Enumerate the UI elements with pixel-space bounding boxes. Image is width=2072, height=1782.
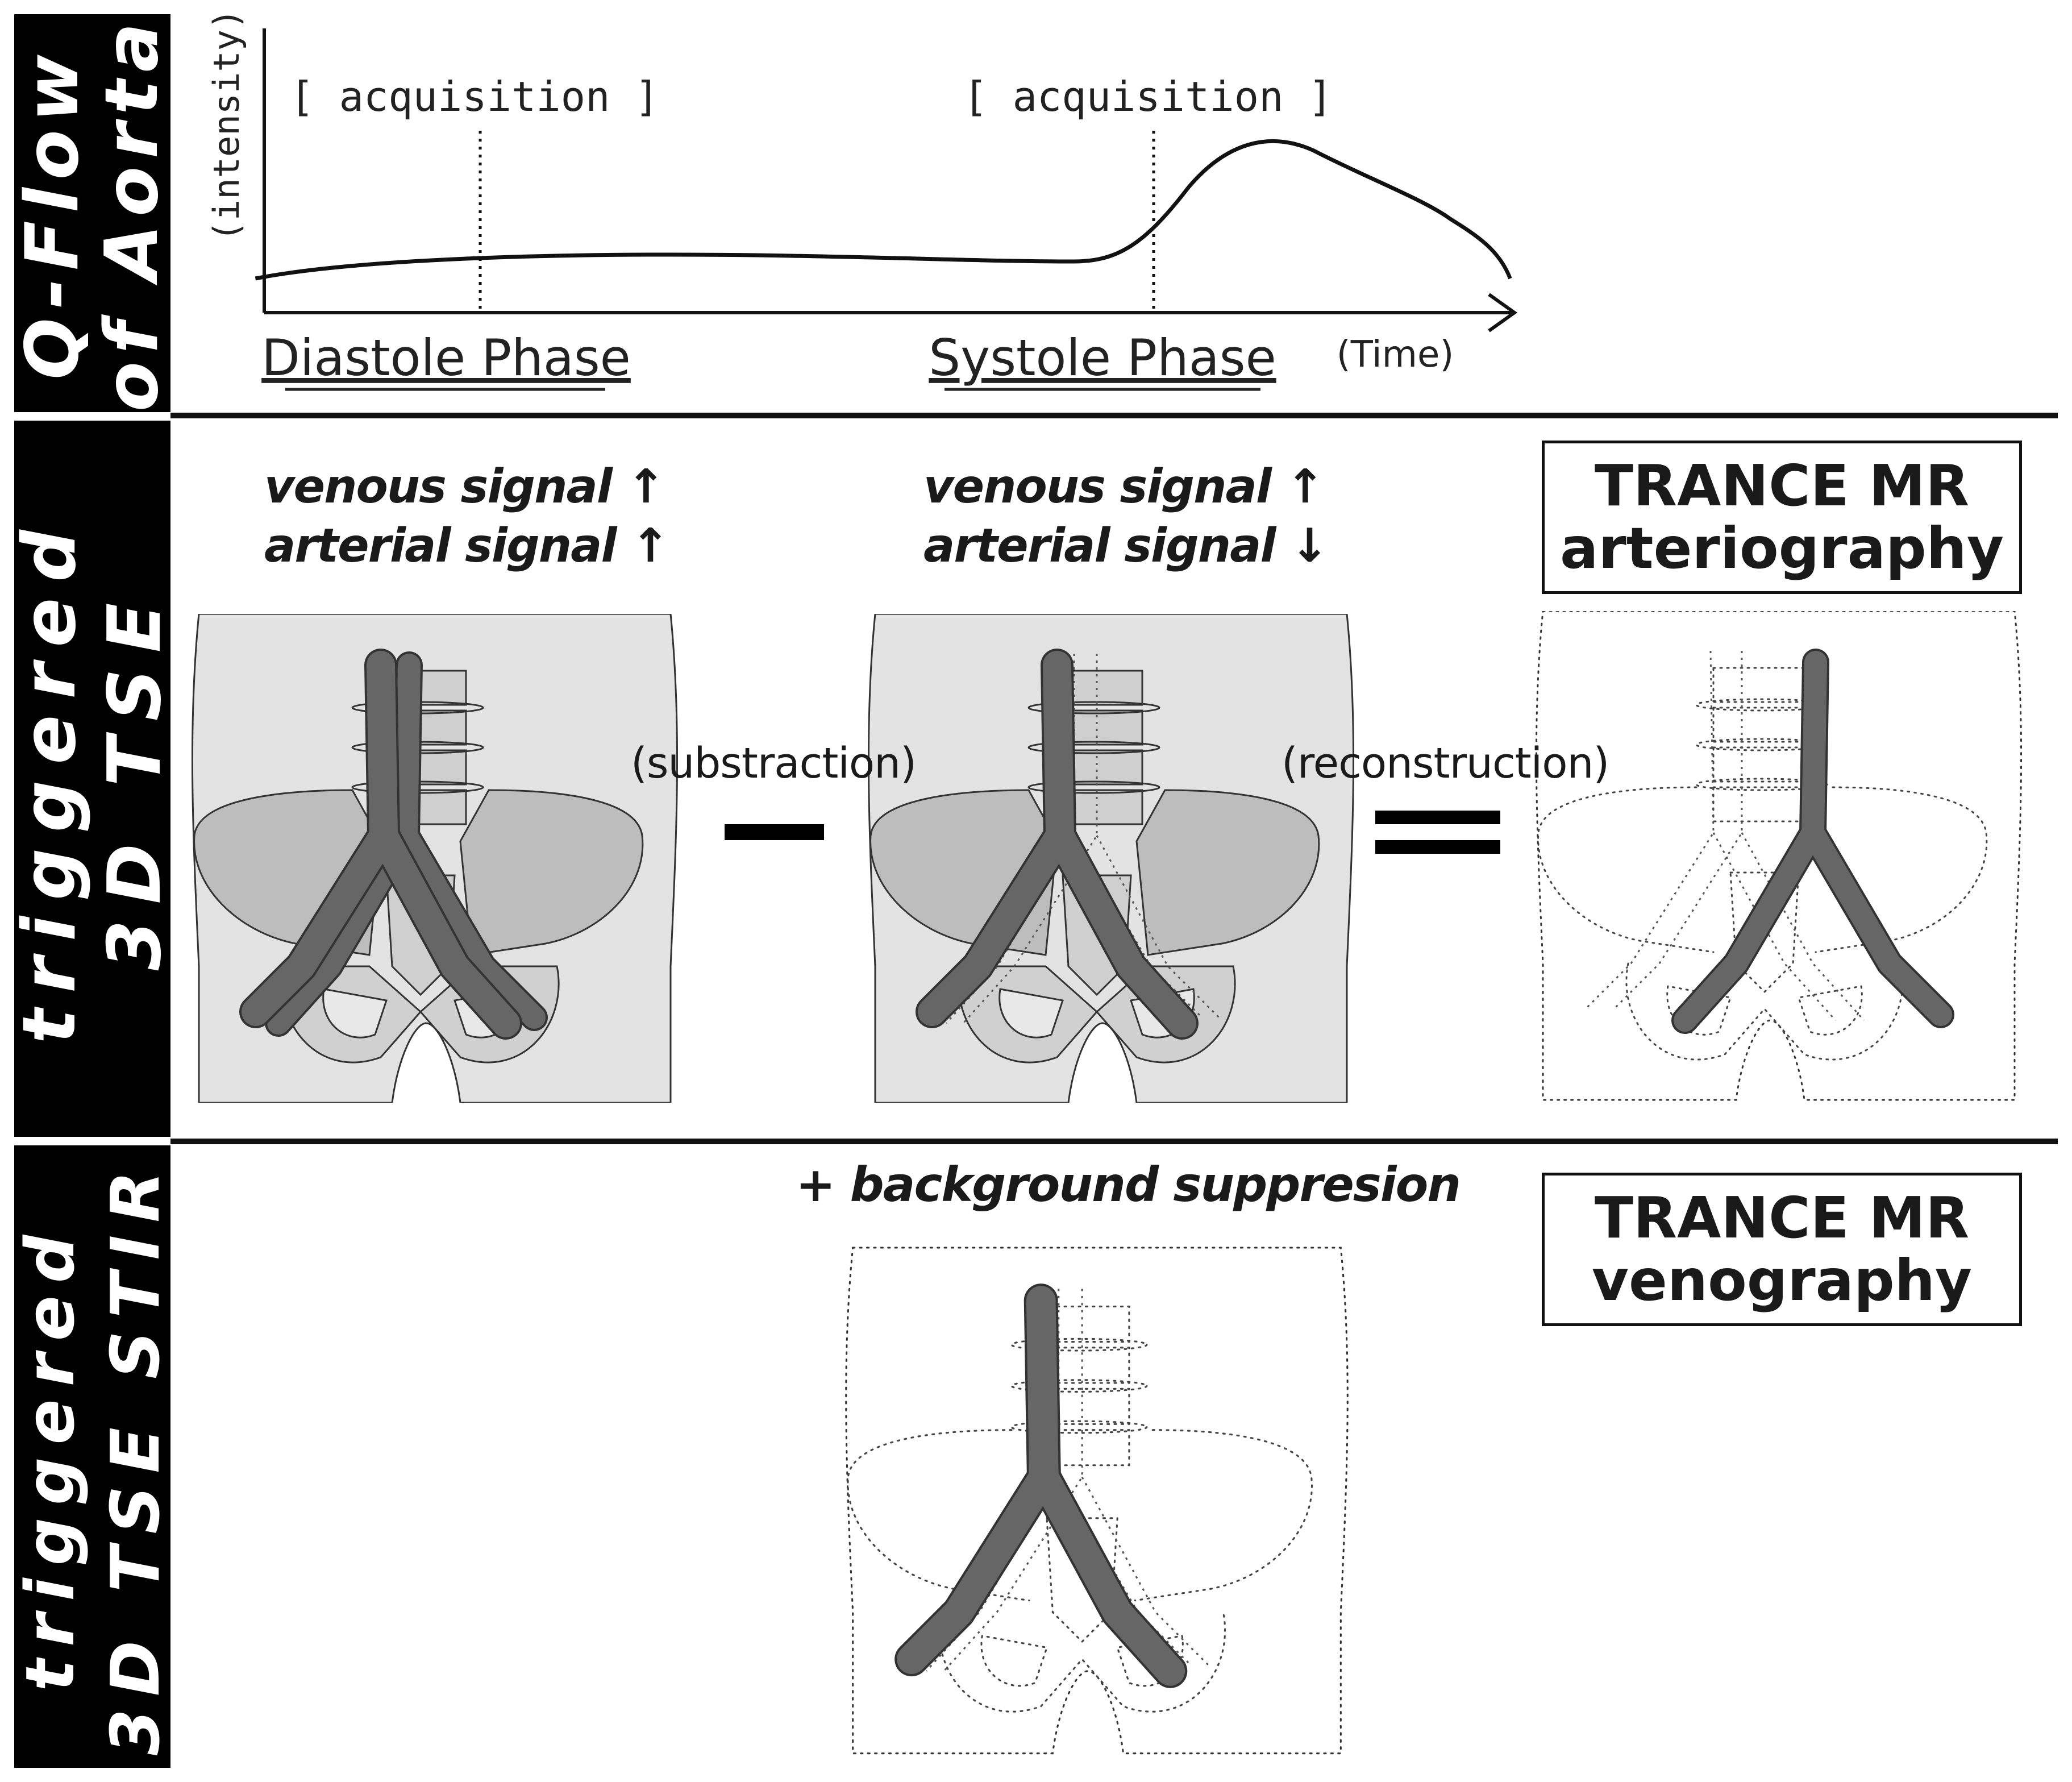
- sidebar-stir-label: triggered 3D TSE STIR: [14, 1158, 170, 1755]
- sidebar-tse-line-1: triggered: [14, 514, 92, 1044]
- sidebar-tse: triggered 3D TSE: [14, 421, 170, 1137]
- venography-title-line-2: venography: [1591, 1247, 1973, 1314]
- systole-phase-label: Systole Phase: [929, 329, 1276, 387]
- y-axis-label: (intensity): [206, 11, 247, 242]
- background-suppression-label: + background suppresion: [796, 1157, 1461, 1212]
- body-outline: [1535, 611, 2023, 1101]
- sidebar-qflow-line-1: Q-Flow: [14, 47, 95, 380]
- arteriography-title-line-2: arteriography: [1559, 515, 2004, 581]
- mid-arterial-signal: arterial signal ↓: [923, 519, 1329, 573]
- divider-bottom: [170, 1139, 2058, 1144]
- diastole-phase-label: Diastole Phase: [261, 329, 631, 387]
- sidebar-qflow: Q-Flow of Aorta: [14, 14, 170, 412]
- sidebar-qflow-label: Q-Flow of Aorta: [14, 15, 170, 412]
- sidebar-tse-line-2: 3D TSE: [92, 587, 171, 971]
- divider-top: [170, 413, 2058, 418]
- minus-sign: [725, 824, 824, 840]
- x-axis-arrowhead: [1488, 293, 1518, 333]
- equals-bar-top: [1375, 811, 1500, 824]
- systole-acquisition-label: [ acquisition ]: [963, 73, 1333, 121]
- flow-curve: [255, 139, 1512, 281]
- substraction-label: (substraction): [631, 739, 917, 788]
- sidebar-stir: triggered 3D TSE STIR: [14, 1145, 170, 1768]
- sidebar-qflow-line-2: of Aorta: [89, 15, 171, 412]
- body-outline: [845, 1247, 1349, 1755]
- sidebar-stir-line-2: 3D TSE STIR: [95, 1158, 171, 1755]
- arteriography-title-line-1: TRANCE MR: [1594, 452, 1970, 519]
- pelvis-arteriography-image: [1535, 611, 2023, 1101]
- sidebar-stir-line-1: triggered: [14, 1222, 89, 1691]
- sidebar-tse-label: triggered 3D TSE: [14, 514, 170, 1044]
- pelvis-venography-image: [845, 1247, 1349, 1755]
- qflow-graph: (intensity) (Time) [ acquisition ] [ acq…: [206, 11, 1518, 391]
- pelvis-diastole-image: [191, 614, 679, 1103]
- equals-sign: [1375, 807, 1500, 858]
- mid-venous-signal: venous signal ↑: [923, 460, 1325, 514]
- equals-bar-bottom: [1375, 840, 1500, 854]
- arteriography-title-box: TRANCE MR arteriography: [1542, 441, 2022, 594]
- pelvis-systole-image: [867, 614, 1355, 1103]
- reconstruction-label: (reconstruction): [1282, 739, 1609, 788]
- left-venous-signal: venous signal ↑: [264, 460, 665, 514]
- left-signal-block: venous signal ↑ arterial signal ↑: [264, 458, 670, 576]
- mid-signal-block: venous signal ↑ arterial signal ↓: [923, 458, 1329, 576]
- venography-title-line-1: TRANCE MR: [1594, 1185, 1970, 1251]
- diastole-acquisition-label: [ acquisition ]: [290, 73, 659, 121]
- x-axis-label: (Time): [1337, 334, 1454, 376]
- venography-title-box: TRANCE MR venography: [1542, 1173, 2022, 1326]
- left-arterial-signal: arterial signal ↑: [264, 519, 670, 573]
